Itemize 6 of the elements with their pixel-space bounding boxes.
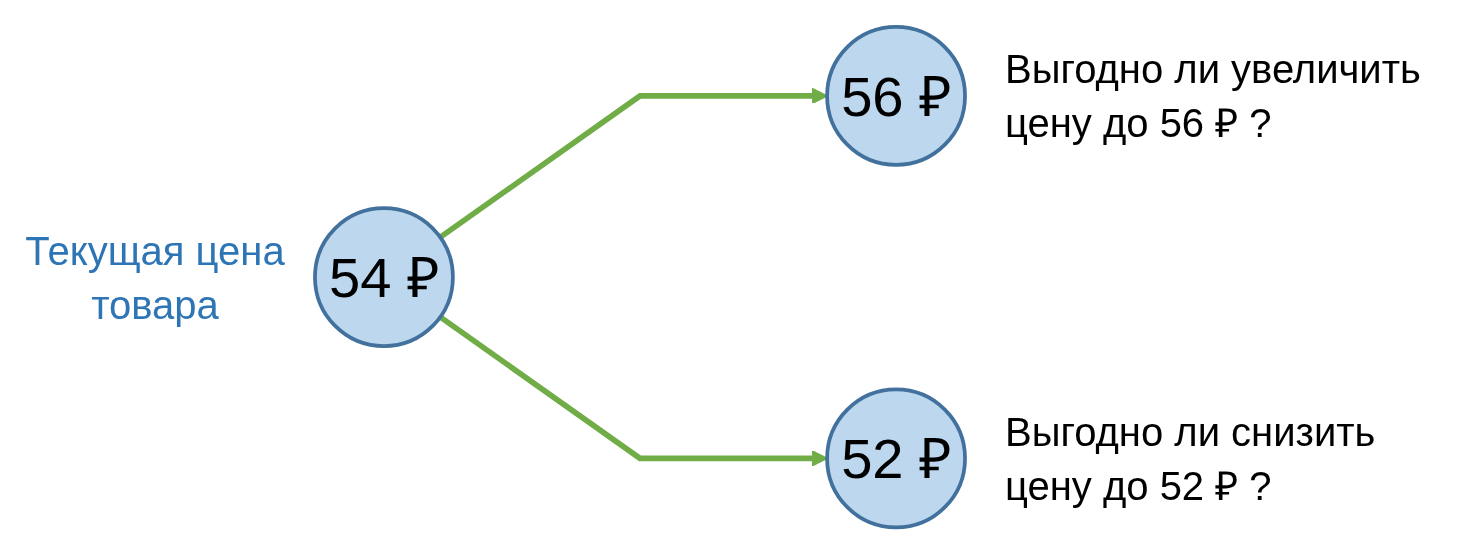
node-circle: 52 ₽ [825,387,967,530]
node-caption: Выгодно ли снизить цену до 52 ₽ ? [1005,408,1377,510]
node-caption: Выгодно ли увеличить цену до 56 ₽ ? [1005,46,1422,148]
node-circle: 56 ₽ [825,25,967,168]
node-caption: Текущая цена товара [24,227,286,329]
node-circle: 54 ₽ [313,206,455,349]
